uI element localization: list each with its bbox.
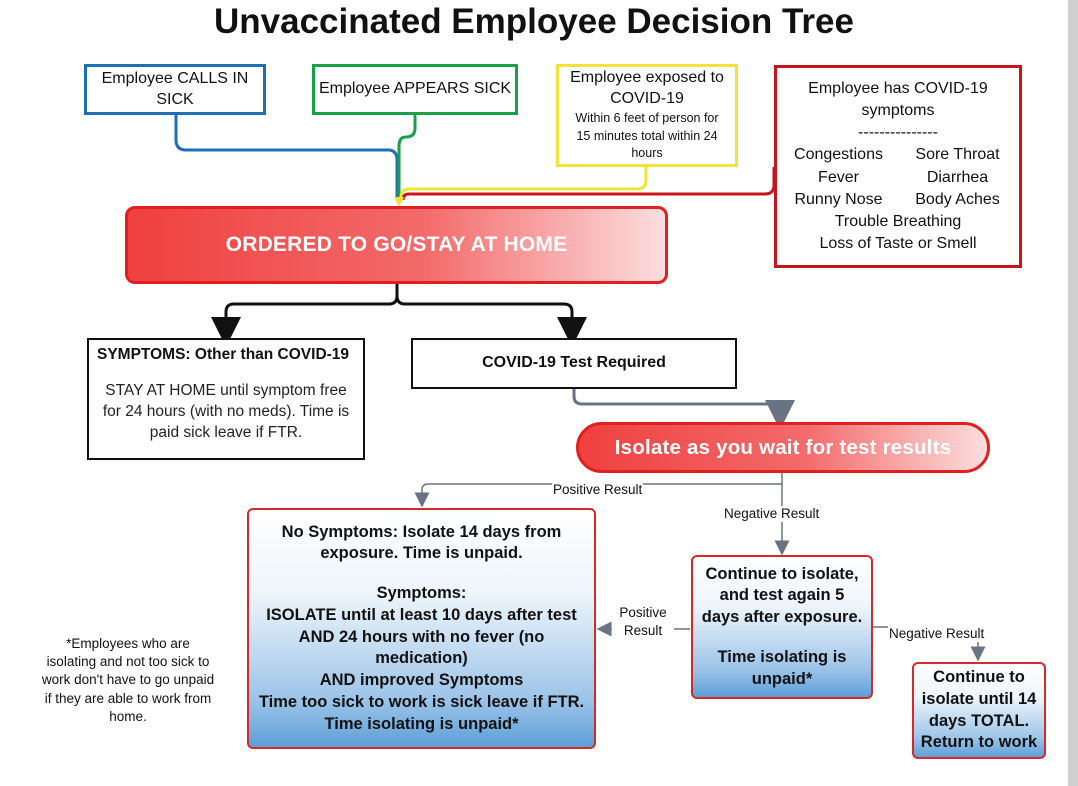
symptom-item: Diarrhea xyxy=(926,168,989,186)
calls-in-sick-label: Employee CALLS IN SICK xyxy=(101,69,249,108)
symptoms-grid: Congestions Sore Throat Fever Diarrhea R… xyxy=(782,144,1014,210)
covid-symptoms-title: Employee has COVID-19 symptoms xyxy=(808,80,988,120)
ordered-home-label: ORDERED TO GO/STAY AT HOME xyxy=(225,233,568,256)
merge-arrowhead xyxy=(394,197,404,207)
symptom-item: Runny Nose xyxy=(794,190,883,208)
negative-result-label: Negative Result xyxy=(723,506,821,523)
return-to-work-box: Continue to isolate until 14 days TOTAL.… xyxy=(912,662,1046,759)
positive-result-box: No Symptoms: Isolate 14 days from exposu… xyxy=(247,508,596,749)
test-required-label: COVID-19 Test Required xyxy=(482,354,666,372)
symptom-item: Fever xyxy=(818,168,859,186)
other-symptoms-box: SYMPTOMS: Other than COVID-19 STAY AT HO… xyxy=(87,338,365,460)
return-to-work-text: Continue to isolate until 14 days TOTAL.… xyxy=(920,667,1038,752)
covid-symptoms-box: Employee has COVID-19 symptoms ---------… xyxy=(774,65,1022,268)
symptoms-divider: --------------- xyxy=(858,124,938,142)
test-to-isolate-connector xyxy=(572,388,795,430)
page-edge xyxy=(1068,0,1078,786)
symptom-item: Loss of Taste or Smell xyxy=(819,234,977,252)
positive-isolate-text: ISOLATE until at least 10 days after tes… xyxy=(266,605,577,668)
positive-symptoms-heading: Symptoms: xyxy=(376,584,467,603)
appears-sick-label: Employee APPEARS SICK xyxy=(318,80,512,98)
positive-no-symptoms-text: No Symptoms: Isolate 14 days from exposu… xyxy=(281,522,562,563)
negative-retest-text: Continue to isolate, and test again 5 da… xyxy=(701,564,863,627)
isolate-wait-label: Isolate as you wait for test results xyxy=(614,435,952,459)
page-title: Unvaccinated Employee Decision Tree xyxy=(214,2,854,41)
footnote: *Employees who are isolating and not too… xyxy=(41,636,215,724)
split-connector xyxy=(211,283,399,347)
isolate-wait-box: Isolate as you wait for test results xyxy=(576,422,990,473)
negative-result-box: Continue to isolate, and test again 5 da… xyxy=(691,555,873,699)
symptom-item: Congestions xyxy=(794,146,883,164)
other-symptoms-body: STAY AT HOME until symptom free for 24 h… xyxy=(102,382,350,442)
split-connector-right xyxy=(395,295,587,347)
retest-negative-label: Negative Result xyxy=(888,626,986,643)
positive-connector xyxy=(414,473,783,508)
positive-improved-text: AND improved Symptoms xyxy=(319,671,524,690)
positive-unpaid-text: Time isolating is unpaid* xyxy=(324,714,519,733)
symptoms-connector xyxy=(401,167,776,201)
appears-sick-box: Employee APPEARS SICK xyxy=(312,64,518,115)
retest-positive-label: Positive Result xyxy=(612,604,674,641)
ordered-home-box: ORDERED TO GO/STAY AT HOME xyxy=(125,206,668,284)
exposed-connector xyxy=(399,166,648,202)
other-symptoms-heading: SYMPTOMS: Other than COVID-19 xyxy=(97,346,350,363)
exposed-title: Employee exposed to COVID-19 xyxy=(570,69,724,108)
test-required-box: COVID-19 Test Required xyxy=(411,338,737,389)
calls-in-sick-box: Employee CALLS IN SICK xyxy=(84,64,266,115)
symptom-item: Trouble Breathing xyxy=(834,212,962,230)
symptom-item: Body Aches xyxy=(915,190,1000,208)
appears-sick-connector xyxy=(397,114,417,200)
exposed-box: Employee exposed to COVID-19 Within 6 fe… xyxy=(556,64,738,167)
positive-result-label: Positive Result xyxy=(552,482,644,499)
exposed-detail: Within 6 feet of person for 15 minutes t… xyxy=(575,111,719,161)
negative-unpaid-text: Time isolating is unpaid* xyxy=(717,647,847,688)
symptom-item: Sore Throat xyxy=(915,146,1000,164)
positive-sick-leave-text: Time too sick to work is sick leave if F… xyxy=(258,692,585,711)
calls-in-sick-connector xyxy=(174,114,399,200)
